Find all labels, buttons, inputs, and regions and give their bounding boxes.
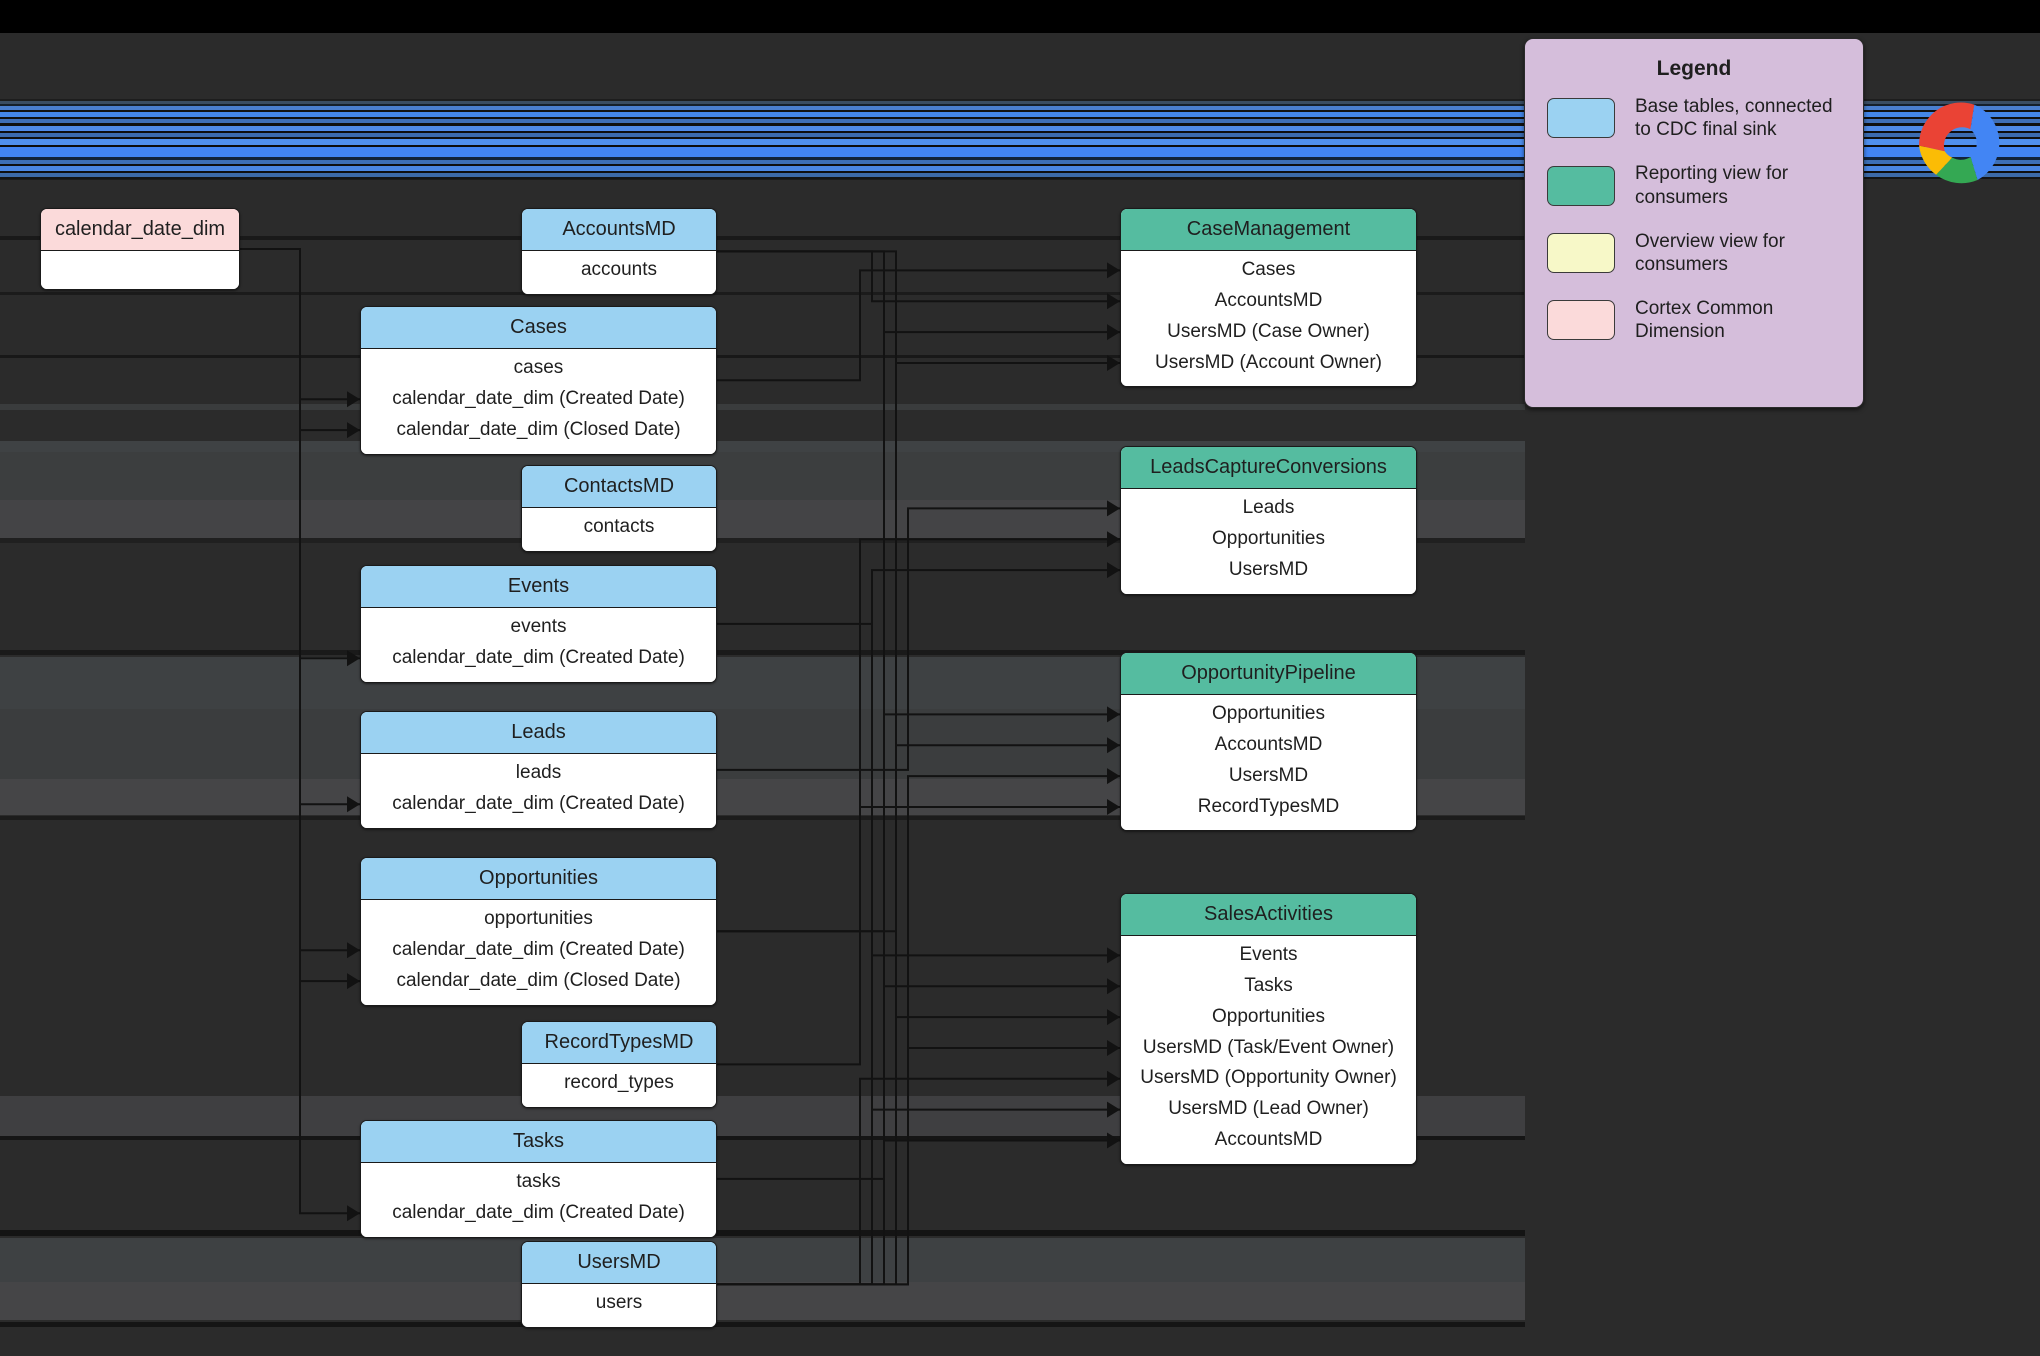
node-Events[interactable]: Events events calendar_date_dim (Created D… [360,565,717,683]
top-black-bar [0,0,2040,33]
node-row: opportunities [484,908,593,929]
node-row: calendar_date_dim (Closed Date) [396,418,681,440]
node-row: contacts [583,516,655,537]
node-Cases[interactable]: Cases cases calendar_date_dim (Created Dat… [360,306,717,455]
node-body: opportunities calendar_date_dim (Created … [361,900,716,1005]
node-row: calendar_date_dim (Created Date) [392,387,685,409]
node-row: users [595,1292,643,1313]
node-body: leads calendar_date_dim (Created Date) [361,754,716,828]
node-title: CaseManagement [1121,209,1416,251]
node-row: calendar_date_dim (Created Date) [392,792,685,814]
node-title: RecordTypesMD [522,1022,716,1064]
node-row: calendar_date_dim (Created Date) [392,1201,685,1223]
node-row: UsersMD (Case Owner) [1167,320,1370,342]
legend-title: Legend [1656,57,1732,80]
node-title: Cases [361,307,716,349]
node-title: LeadsCaptureConversions [1121,447,1416,489]
legend-swatch [1547,165,1615,206]
node-row: Cases [1241,259,1296,280]
legend-panel: Legend Base tables, connected to CDC fin… [1524,38,1864,408]
node-body: tasks calendar_date_dim (Created Date) [361,1163,716,1237]
legend-label: Base tables, connected to CDC final sink [1635,96,1833,141]
node-calendar_date_dim[interactable]: calendar_date_dim [40,208,240,290]
node-row: UsersMD [1228,558,1309,580]
node-row: accounts [580,259,658,280]
node-AccountsMD[interactable]: AccountsMD accounts [521,208,717,295]
node-row: AccountsMD [1214,733,1323,755]
node-body: cases calendar_date_dim (Created Date) cal… [361,349,716,454]
node-row: UsersMD (Account Owner) [1155,351,1382,373]
node-body: users [522,1284,716,1327]
node-body [41,251,239,289]
google-cloud-logo [1905,98,2015,193]
node-title: AccountsMD [522,209,716,251]
legend-rows: Base tables, connected to CDC final sink… [1525,95,1863,343]
node-title: Tasks [361,1121,716,1163]
node-row: leads [515,762,562,783]
node-UsersMD[interactable]: UsersMD users [521,1241,717,1328]
node-row: Opportunities [1211,1005,1325,1027]
node-title: UsersMD [522,1242,716,1284]
node-row: tasks [516,1171,561,1192]
node-ContactsMD[interactable]: ContactsMD contacts [521,465,717,552]
node-row: UsersMD (Lead Owner) [1168,1098,1369,1120]
node-title: SalesActivities [1121,894,1416,936]
node-row: Opportunities [1211,703,1325,724]
node-row: calendar_date_dim (Created Date) [392,646,685,668]
node-row: RecordTypesMD [1197,795,1340,817]
node-row: calendar_date_dim (Closed Date) [396,969,681,991]
node-title: calendar_date_dim [41,209,239,251]
node-row: UsersMD (Opportunity Owner) [1140,1067,1397,1089]
node-row: UsersMD [1228,764,1309,786]
legend-label: Reporting view for consumers [1635,163,1789,208]
node-row: calendar_date_dim (Created Date) [392,938,685,960]
legend-item: Base tables, connected to CDC final sink [1547,95,1863,141]
legend-swatch [1547,98,1615,139]
node-body: contacts [522,508,716,551]
node-body: accounts [522,251,716,294]
node-row: cases [513,357,564,378]
node-title: OpportunityPipeline [1121,653,1416,695]
node-Tasks[interactable]: Tasks tasks calendar_date_dim (Created Dat… [360,1120,717,1238]
node-row: events [510,616,567,637]
legend-label: Cortex Common Dimension [1635,298,1774,343]
node-row: UsersMD (Task/Event Owner) [1142,1036,1395,1058]
node-row: Opportunities [1211,527,1325,549]
node-title: Leads [361,712,716,754]
node-row: Events [1239,944,1298,965]
node-row: Leads [1242,497,1295,518]
node-row: AccountsMD [1214,1129,1323,1151]
node-title: ContactsMD [522,466,716,508]
legend-swatch [1547,232,1615,273]
legend-label: Overview view for consumers [1635,230,1785,275]
node-title: Opportunities [361,858,716,900]
node-row: AccountsMD [1214,289,1323,311]
legend-item: Overview view for consumers [1547,230,1863,276]
legend-item: Reporting view for consumers [1547,162,1863,208]
node-title: Events [361,566,716,608]
node-Leads[interactable]: Leads leads calendar_date_dim (Created Dat… [360,711,717,829]
node-row [49,255,231,281]
legend-swatch [1547,300,1615,341]
node-row: record_types [564,1072,674,1093]
node-RecordTypesMD[interactable]: RecordTypesMD record_types [521,1021,717,1108]
node-Opportunities[interactable]: Opportunities opportunities calendar_date_… [360,857,717,1006]
legend-item: Cortex Common Dimension [1547,297,1863,343]
node-row: Tasks [1244,974,1293,996]
node-body: record_types [522,1064,716,1107]
node-body: events calendar_date_dim (Created Date) [361,608,716,682]
